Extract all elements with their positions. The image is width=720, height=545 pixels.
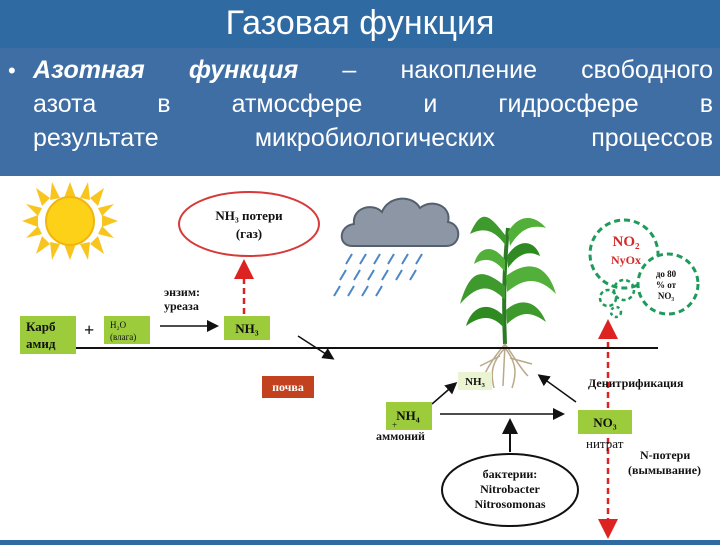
enzyme-line1: энзим: — [164, 285, 200, 299]
carbamide-line2: амид — [26, 336, 56, 351]
water-line1: H₂O — [110, 320, 127, 330]
upto80-line2: % от — [656, 280, 677, 290]
upto80-circle — [636, 252, 700, 316]
paragraph-line1-rest: – накопление свободного — [298, 56, 714, 84]
carbamide-line1: Карб — [26, 319, 56, 334]
no3-to-plant-arrow — [537, 374, 577, 403]
no3-label: NO₃ — [593, 415, 617, 430]
nitrate-label: нитрат — [586, 436, 624, 451]
nh4-box — [386, 402, 432, 430]
nh4-label: NH₄ — [396, 408, 420, 423]
no2-label: NO₂ — [613, 234, 641, 250]
nh3-loss-line2: (газ) — [236, 226, 262, 241]
bacteria-ellipse — [441, 453, 579, 527]
slide-title: Газовая функция — [225, 4, 495, 42]
bacteria-line2: Nitrobacter — [480, 482, 540, 496]
nh3-root-label: NH₃ — [465, 376, 486, 388]
rain-cloud-icon — [333, 197, 460, 297]
nh4-charge: + — [392, 420, 397, 430]
n-loss-line1: N-потери — [640, 448, 690, 462]
nh3-loss-line1: NH₃ потери — [215, 208, 283, 223]
bacteria-line3: Nitrosomonas — [474, 497, 545, 511]
text-panel: • Азотная функция – накопление свободног… — [0, 48, 720, 176]
upto80-line3: NO₃ — [658, 291, 675, 301]
nh3-label: NH₃ — [235, 321, 259, 336]
water-line2: (влага) — [110, 332, 136, 342]
bullet-icon: • — [8, 58, 16, 83]
upto80-line1: до 80 — [656, 269, 677, 279]
ammonium-label: аммоний — [376, 429, 425, 443]
denitrification-label: Денитрификация — [588, 376, 684, 390]
carbamide-box — [20, 316, 76, 354]
paragraph: Азотная функция – накопление свободного … — [33, 53, 713, 155]
bubble-1 — [612, 278, 636, 302]
paragraph-term: Азотная функция — [33, 56, 299, 84]
paragraph-line3: результате микробиологических процессов — [33, 124, 713, 152]
bubble-2 — [598, 288, 618, 308]
nitrogen-cycle-diagram: NH₃ потери (газ) — [0, 176, 720, 540]
bubble-3 — [609, 305, 623, 319]
nh4-to-root-arrow — [431, 382, 458, 405]
plant-icon — [460, 216, 556, 389]
bacteria-line1: бактерии: — [483, 467, 538, 481]
no3-box — [578, 410, 632, 434]
plus-sign: + — [84, 320, 94, 340]
nh3-root-box — [458, 372, 492, 390]
soil-box — [262, 376, 314, 398]
nh3-loss-ellipse — [178, 191, 320, 257]
soil-label: почва — [272, 380, 304, 394]
n-loss-line2: (вымывание) — [628, 463, 701, 477]
water-box — [104, 316, 150, 344]
sun-icon — [22, 182, 118, 260]
nh3-box — [224, 316, 270, 340]
nh3-to-soil-arrow — [297, 335, 335, 360]
enzyme-line2: уреаза — [164, 299, 199, 313]
paragraph-line2: азота в атмосфере и гидросфере в — [33, 90, 713, 118]
nyox-label: NyOx — [611, 253, 641, 267]
